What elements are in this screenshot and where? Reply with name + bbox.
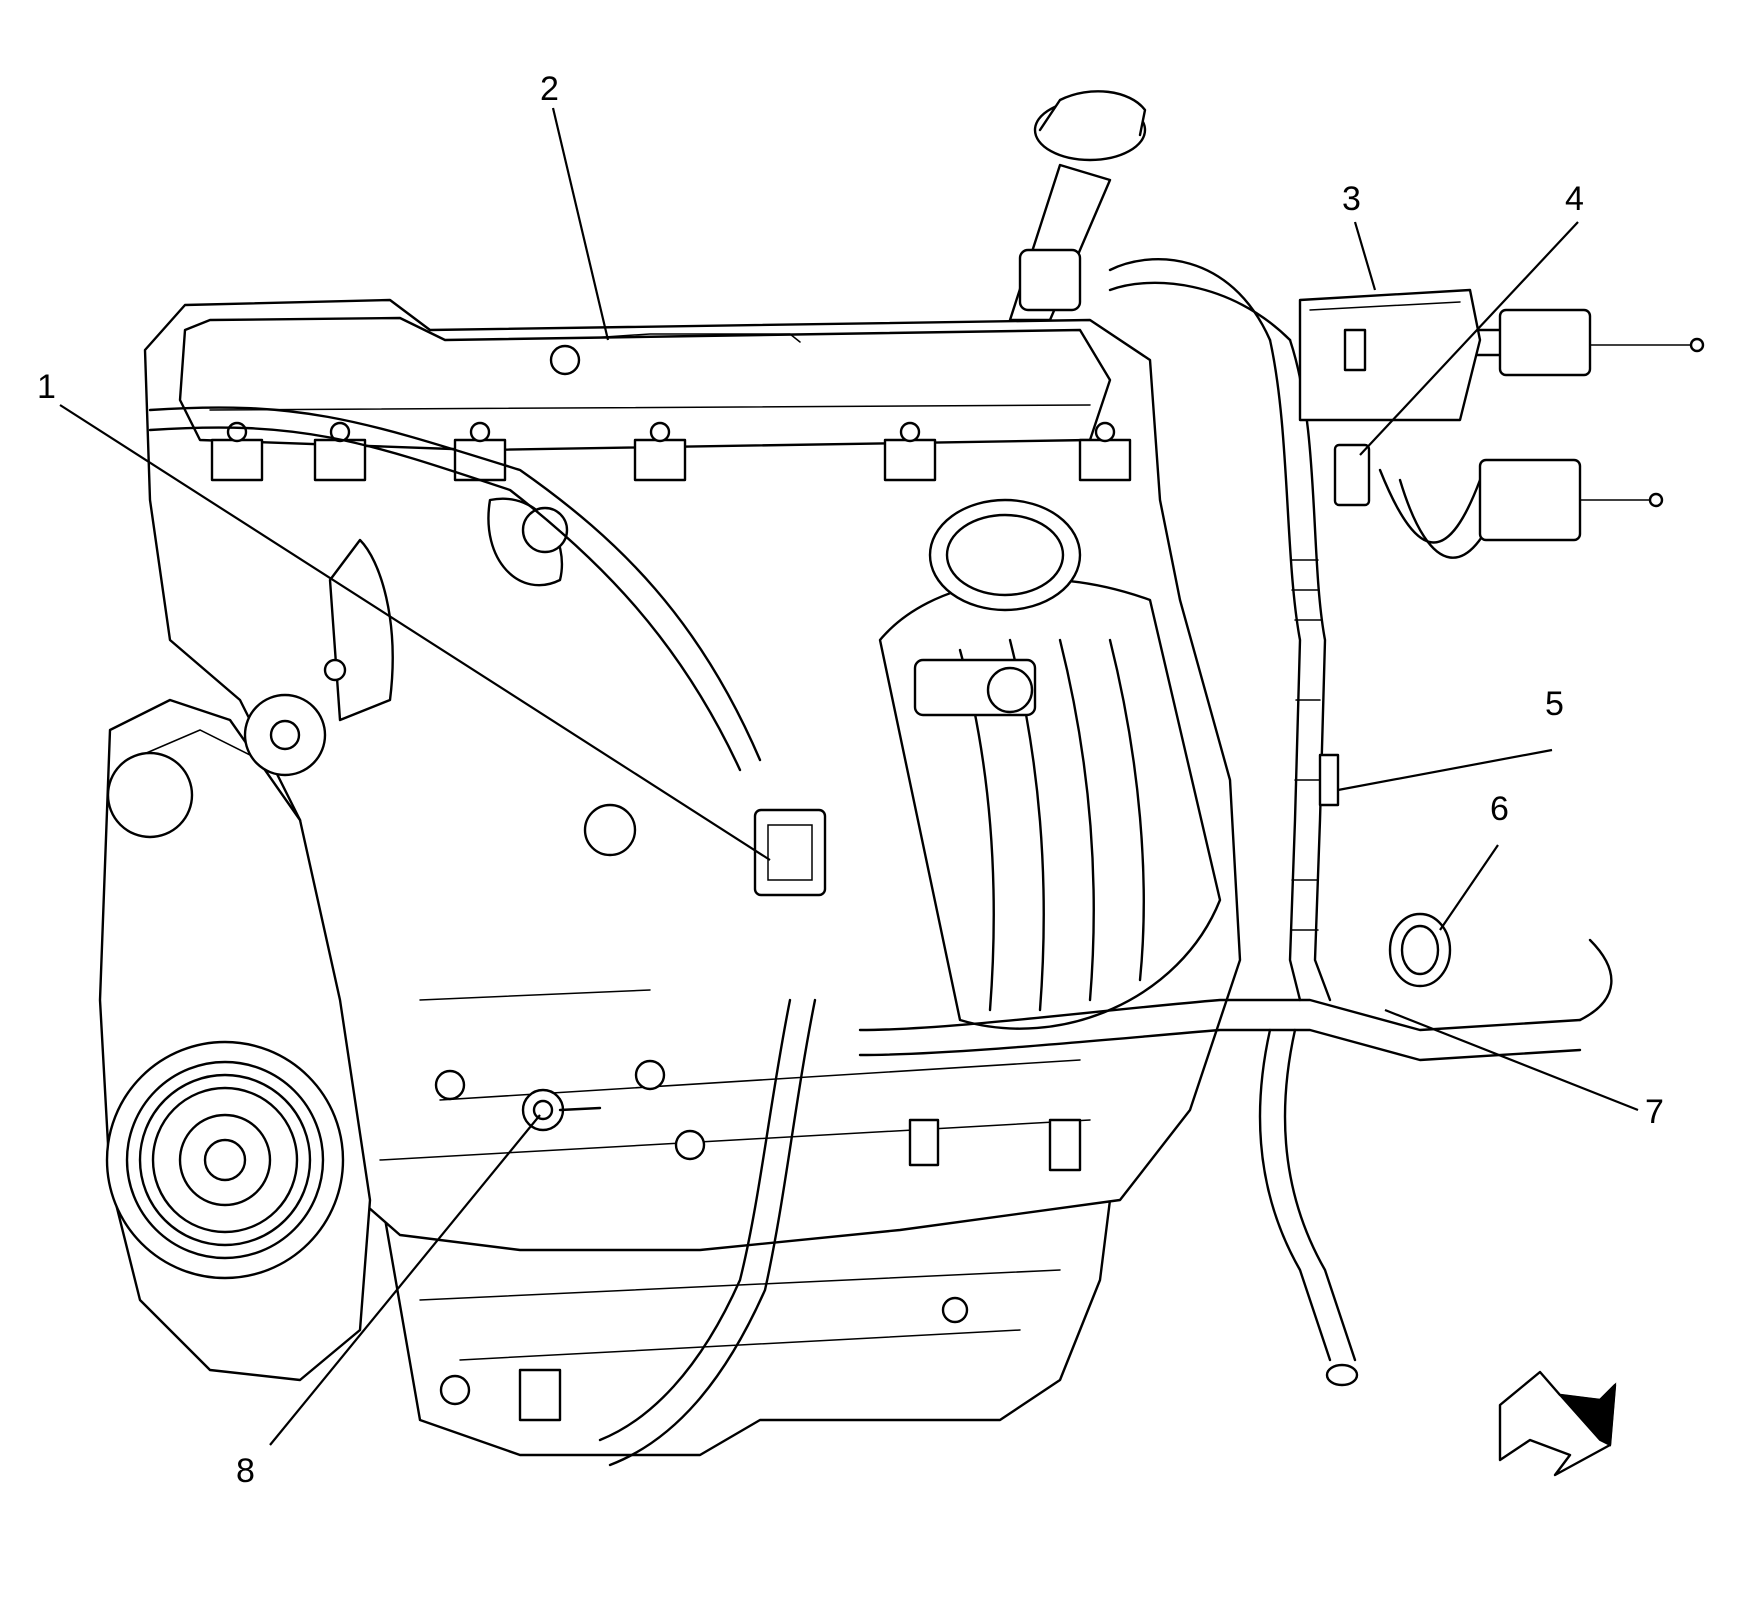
leader-line-6 — [1439, 844, 1499, 931]
harness-connectors — [518, 248, 1705, 1422]
connector-6 — [1388, 912, 1452, 988]
connector-1 — [753, 808, 827, 897]
callout-leaders — [59, 107, 1639, 1446]
callout-7: 7 — [1645, 1093, 1664, 1131]
engine-illustration — [98, 298, 1242, 1457]
connector-4 — [1333, 443, 1371, 507]
leader-line-1 — [59, 404, 771, 861]
leader-line-2 — [551, 107, 610, 341]
leader-line-3 — [1353, 221, 1377, 291]
callout-6: 6 — [1490, 790, 1509, 828]
connector-upper-right — [1498, 308, 1592, 377]
callout-5: 5 — [1545, 685, 1564, 723]
valve-cover — [178, 316, 1112, 452]
engine-wiring-harness — [148, 258, 1613, 1467]
ecm-connector — [1298, 288, 1482, 422]
crankshaft-pulley — [105, 1040, 345, 1280]
leader-line-8 — [269, 1114, 541, 1446]
callout-3: 3 — [1342, 180, 1361, 218]
front-direction-arrow-icon — [1498, 1370, 1617, 1477]
callout-numbers: 1 2 3 4 5 6 7 8 — [37, 70, 1664, 1490]
connector-5 — [1318, 753, 1340, 807]
connector-middle-right — [1478, 458, 1582, 542]
cam-cap-bolts — [210, 421, 1132, 482]
callout-8: 8 — [236, 1452, 255, 1490]
callout-4: 4 — [1565, 180, 1584, 218]
leader-line-7 — [1384, 1008, 1639, 1112]
ground-terminal — [521, 1088, 602, 1132]
throttle-body — [913, 498, 1082, 717]
leader-line-4 — [1359, 221, 1579, 456]
callout-1: 1 — [37, 368, 56, 406]
callout-2: 2 — [540, 70, 559, 108]
leader-line-5 — [1337, 748, 1553, 792]
